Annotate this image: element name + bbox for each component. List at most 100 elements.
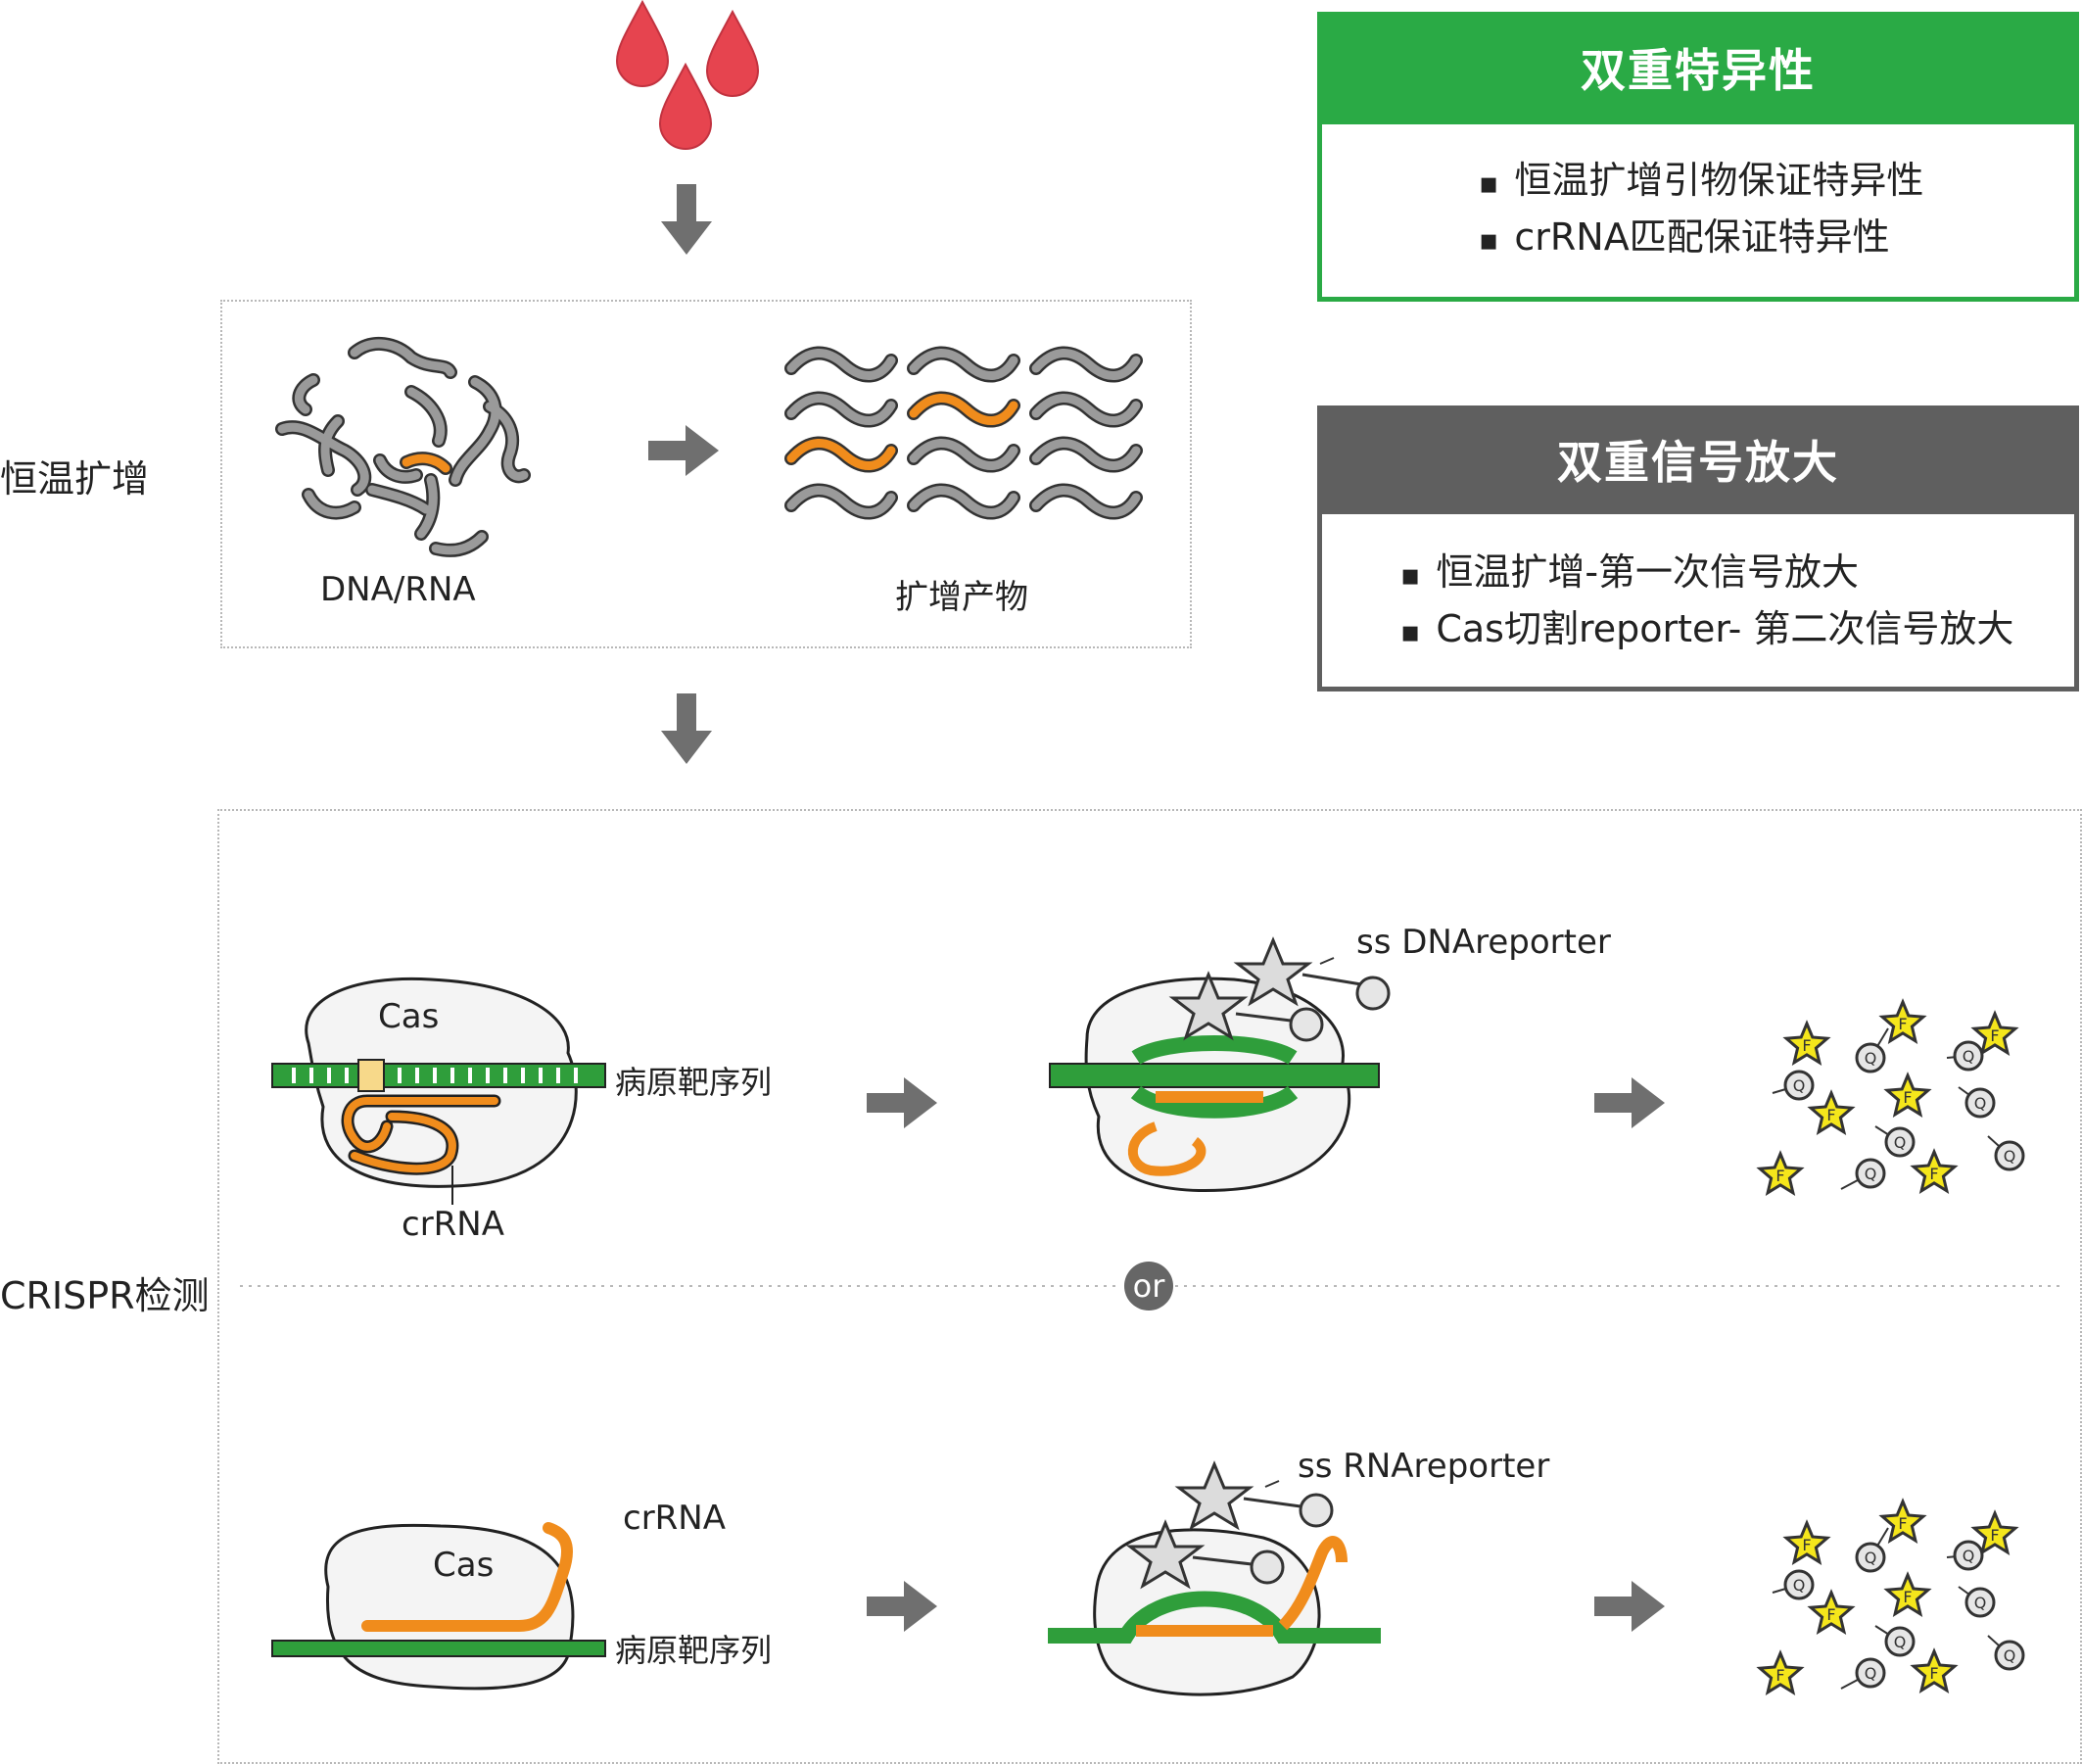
cas13-complex-icon	[271, 1522, 606, 1691]
blood-drop-icon	[615, 0, 670, 87]
quencher-icon	[1964, 1087, 1996, 1119]
quencher-label: Q	[1974, 1594, 1987, 1612]
arrow-right-icon	[1594, 1581, 1665, 1632]
fluorophore-label: F	[1775, 1666, 1784, 1685]
card-signal: 双重信号放大 恒温扩增-第一次信号放大 Cas切割reporter- 第二次信号…	[1317, 405, 2079, 691]
crrna-label: crRNA	[402, 1205, 504, 1244]
amplicon-strand	[909, 439, 1018, 470]
fluorophore-star-icon	[1910, 1148, 1959, 1194]
fluorophore-label: F	[1903, 1588, 1912, 1606]
fluorophore-label: F	[1929, 1664, 1938, 1683]
amplicon-strand	[909, 349, 1018, 380]
card-specificity: 双重特异性 恒温扩增引物保证特异性 crRNA匹配保证特异性	[1317, 12, 2079, 302]
list-item: 恒温扩增-第一次信号放大	[1400, 546, 2074, 602]
crispr-box	[217, 809, 2082, 1764]
quencher-label: Q	[1865, 1664, 1877, 1683]
or-label: or	[1132, 1267, 1165, 1305]
arrow-right-icon	[867, 1077, 937, 1128]
input-label: DNA/RNA	[320, 570, 476, 609]
amplification-box	[220, 300, 1192, 648]
fluorophore-label: F	[1775, 1167, 1784, 1185]
quencher-icon	[1855, 1158, 1886, 1189]
output-label: 扩增产物	[895, 578, 1028, 617]
quencher-label: Q	[1894, 1133, 1907, 1152]
amplicon-strand	[786, 439, 896, 470]
amplicon-grid-icon	[784, 346, 1143, 520]
quencher-icon	[1884, 1126, 1916, 1158]
cas-label: Cas	[378, 997, 440, 1036]
fluorophore-star-icon	[1878, 998, 1927, 1044]
amplicon-strand	[786, 394, 896, 425]
fluorophore-label: F	[1929, 1165, 1938, 1183]
quencher-label: Q	[1793, 1576, 1806, 1595]
fluorophore-label: F	[1898, 1015, 1907, 1033]
arrow-down-icon	[661, 693, 712, 764]
crrna-label: crRNA	[623, 1499, 726, 1538]
or-badge	[1124, 1262, 1173, 1311]
amplicon-strand	[1031, 439, 1141, 470]
fluorophore-star-icon	[1878, 1498, 1927, 1544]
fluorophore-star-icon	[1782, 1020, 1831, 1066]
quencher-icon	[1855, 1657, 1886, 1689]
fluorophore-star-icon	[1970, 1509, 2019, 1555]
quencher-icon	[1783, 1569, 1815, 1600]
cas13-activated-icon	[1048, 1528, 1381, 1696]
list-item: 恒温扩增引物保证特异性	[1479, 154, 2074, 211]
card-specificity-list: 恒温扩增引物保证特异性 crRNA匹配保证特异性	[1322, 124, 2074, 267]
list-item: Cas切割reporter- 第二次信号放大	[1400, 602, 2074, 659]
arrow-down-icon	[661, 184, 712, 255]
fluorophore-label: F	[1802, 1536, 1811, 1554]
fluorophore-label: F	[1990, 1026, 1999, 1045]
cas12-activated-icon	[1049, 977, 1380, 1193]
amplicon-strand	[786, 486, 896, 517]
quencher-label: Q	[1865, 1165, 1877, 1183]
card-signal-list: 恒温扩增-第一次信号放大 Cas切割reporter- 第二次信号放大	[1322, 514, 2074, 659]
quencher-icon	[1855, 1042, 1886, 1073]
quencher-icon	[1994, 1640, 2025, 1671]
fluorophore-star-icon	[1807, 1589, 1856, 1635]
fluorophore-star-icon	[1883, 1571, 1932, 1617]
quencher-label: Q	[2004, 1147, 2016, 1166]
quencher-label: Q	[1894, 1633, 1907, 1651]
reporter-ssdna-icon	[1168, 936, 1391, 1042]
quencher-label: Q	[1963, 1547, 1975, 1565]
card-specificity-title: 双重特异性	[1322, 17, 2074, 124]
quencher-label: Q	[1963, 1047, 1975, 1066]
arrow-right-icon	[867, 1581, 937, 1632]
quencher-label: Q	[1865, 1049, 1877, 1068]
quencher-label: Q	[1974, 1094, 1987, 1113]
quencher-label: Q	[1793, 1076, 1806, 1095]
fluorophore-star-icon	[1883, 1072, 1932, 1118]
reporter-label: ss RNAreporter	[1298, 1447, 1550, 1486]
card-signal-title: 双重信号放大	[1322, 410, 2074, 514]
stage-label-crispr: CRISPR检测	[0, 1274, 210, 1317]
fluorophore-star-icon	[1782, 1519, 1831, 1565]
fluorophore-label: F	[1826, 1106, 1835, 1124]
stage-label-amplification: 恒温扩增	[0, 457, 150, 501]
amplicon-strand	[909, 486, 1018, 517]
amplicon-strand	[1031, 486, 1141, 517]
amplicon-strand	[786, 349, 896, 380]
fluorophore-label: F	[1898, 1514, 1907, 1533]
reporter-label: ss DNAreporter	[1356, 923, 1611, 962]
fluorophore-star-icon	[1756, 1649, 1805, 1695]
quencher-icon	[1884, 1626, 1916, 1657]
quencher-icon	[1994, 1140, 2025, 1171]
fluorophore-star-icon	[1756, 1150, 1805, 1196]
arrow-right-icon	[648, 425, 719, 476]
fluorophore-star-icon	[1910, 1647, 1959, 1693]
amplicon-strand	[909, 394, 1018, 425]
quencher-icon	[1783, 1070, 1815, 1101]
blood-drop-icon	[658, 62, 713, 150]
amplicon-strand	[1031, 394, 1141, 425]
fluorophore-label: F	[1990, 1526, 1999, 1545]
blood-drop-icon	[705, 9, 760, 97]
quencher-label: Q	[2004, 1646, 2016, 1665]
quencher-icon	[1953, 1040, 1984, 1072]
quencher-icon	[1855, 1542, 1886, 1573]
quencher-label: Q	[1865, 1549, 1877, 1567]
quencher-icon	[1964, 1587, 1996, 1618]
cas12-complex-icon	[271, 977, 606, 1205]
